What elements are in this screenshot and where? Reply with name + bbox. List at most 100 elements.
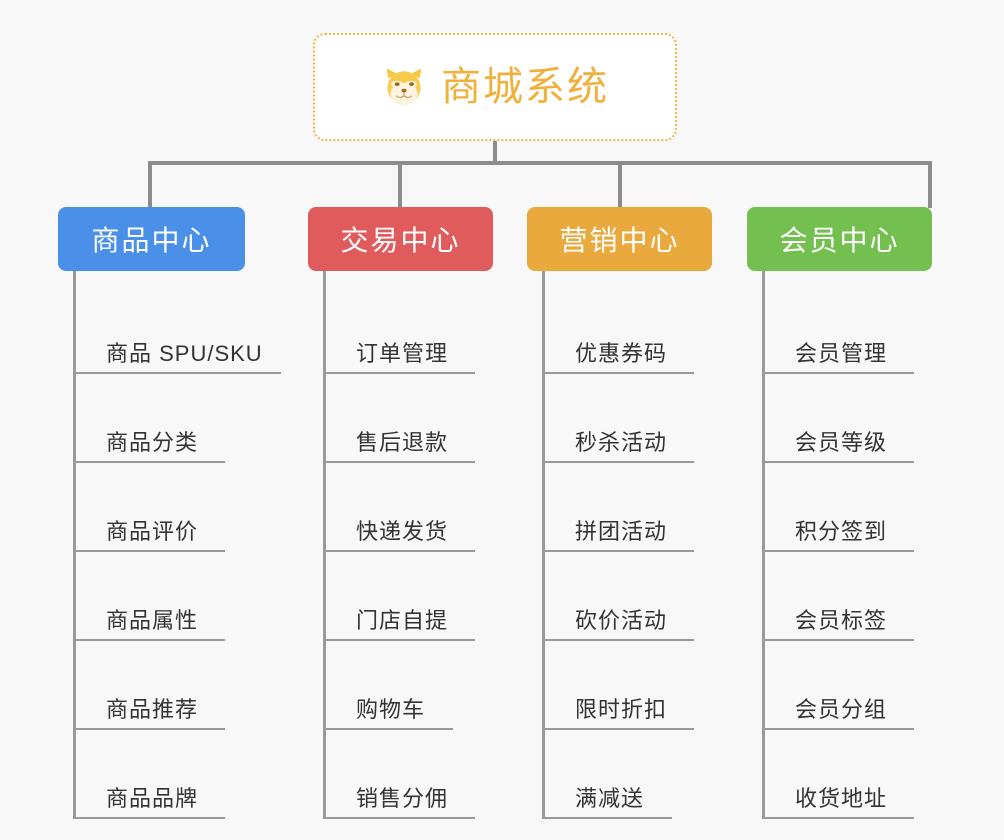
leaf-underline (542, 550, 694, 552)
leaf-underline (542, 639, 694, 641)
branch-items-3: 优惠券码 秒杀活动 拼团活动 砍价活动 限时折扣 满减送 (527, 271, 737, 819)
leaf-underline (323, 639, 475, 641)
leaf-underline (73, 639, 225, 641)
list-item[interactable]: 商品品牌 (73, 730, 278, 819)
leaf-label: 订单管理 (356, 340, 449, 366)
list-item[interactable]: 商品评价 (73, 463, 278, 552)
list-item[interactable]: 会员标签 (762, 552, 957, 641)
branch-spine-3 (542, 271, 545, 819)
branch-header-label-3: 营销中心 (559, 225, 680, 256)
list-item[interactable]: 快递发货 (323, 463, 518, 552)
leaf-label: 商品品牌 (106, 785, 199, 811)
leaf-label: 积分签到 (795, 518, 888, 544)
leaf-label: 商品分类 (106, 429, 199, 455)
leaf-underline (542, 728, 694, 730)
leaf-underline (73, 461, 225, 463)
leaf-label: 拼团活动 (575, 518, 668, 544)
leaf-underline (323, 728, 453, 730)
list-item[interactable]: 收货地址 (762, 730, 957, 819)
branch-header-label-2: 交易中心 (340, 225, 461, 256)
connector-drop-branch-4 (928, 161, 932, 208)
branch-items-2: 订单管理 售后退款 快递发货 门店自提 购物车 销售分佣 (308, 271, 518, 819)
leaf-label: 秒杀活动 (575, 429, 668, 455)
branch-spine-2 (323, 271, 326, 819)
list-item[interactable]: 商品属性 (73, 552, 278, 641)
list-item[interactable]: 满减送 (542, 730, 737, 819)
list-item[interactable]: 会员等级 (762, 374, 957, 463)
leaf-label: 砍价活动 (575, 607, 668, 633)
branch-column-2: 交易中心 订单管理 售后退款 快递发货 门店自提 购物车 (308, 207, 518, 819)
branch-header-label-1: 商品中心 (91, 225, 212, 256)
leaf-underline (323, 461, 475, 463)
list-item[interactable]: 售后退款 (323, 374, 518, 463)
list-item[interactable]: 门店自提 (323, 552, 518, 641)
root-node-mall-system[interactable]: 商城系统 (313, 33, 677, 141)
leaf-underline (762, 550, 914, 552)
branch-items-1: 商品 SPU/SKU 商品分类 商品评价 商品属性 商品推荐 商品品牌 (58, 271, 281, 819)
branch-column-4: 会员中心 会员管理 会员等级 积分签到 会员标签 会员分组 (747, 207, 957, 819)
leaf-label: 会员等级 (795, 429, 888, 455)
list-item[interactable]: 优惠券码 (542, 285, 737, 374)
leaf-underline (323, 372, 475, 374)
list-item[interactable]: 购物车 (323, 641, 518, 730)
branch-header-label-4: 会员中心 (779, 225, 900, 256)
leaf-underline (762, 461, 914, 463)
leaf-label: 商品推荐 (106, 696, 199, 722)
leaf-underline (542, 461, 694, 463)
branch-spine-1 (73, 271, 76, 819)
leaf-label: 商品评价 (106, 518, 199, 544)
leaf-underline (762, 728, 914, 730)
list-item[interactable]: 积分签到 (762, 463, 957, 552)
list-item[interactable]: 砍价活动 (542, 552, 737, 641)
leaf-underline (73, 817, 225, 819)
leaf-label: 门店自提 (356, 607, 449, 633)
leaf-underline (323, 550, 475, 552)
leaf-underline (73, 550, 225, 552)
leaf-underline (762, 372, 914, 374)
branch-items-4: 会员管理 会员等级 积分签到 会员标签 会员分组 收货地址 (747, 271, 957, 819)
leaf-label: 商品 SPU/SKU (106, 340, 263, 366)
list-item[interactable]: 商品推荐 (73, 641, 278, 730)
connector-horizontal-bus (150, 161, 932, 165)
branch-header-3[interactable]: 营销中心 (527, 207, 712, 271)
connector-drop-branch-1 (148, 161, 152, 208)
leaf-label: 会员标签 (795, 607, 888, 633)
connector-root-stem (493, 141, 497, 163)
list-item[interactable]: 商品分类 (73, 374, 278, 463)
connector-drop-branch-3 (618, 161, 622, 208)
leaf-label: 购物车 (356, 696, 426, 722)
leaf-label: 优惠券码 (575, 340, 668, 366)
list-item[interactable]: 商品 SPU/SKU (73, 285, 281, 374)
leaf-underline (542, 372, 694, 374)
leaf-label: 售后退款 (356, 429, 449, 455)
leaf-label: 限时折扣 (575, 696, 668, 722)
leaf-underline (323, 817, 475, 819)
branch-header-4[interactable]: 会员中心 (747, 207, 932, 271)
connector-drop-branch-2 (398, 161, 402, 208)
leaf-underline (73, 372, 281, 374)
leaf-label: 快递发货 (356, 518, 449, 544)
list-item[interactable]: 订单管理 (323, 285, 518, 374)
list-item[interactable]: 限时折扣 (542, 641, 737, 730)
leaf-underline (762, 639, 914, 641)
branch-header-2[interactable]: 交易中心 (308, 207, 493, 271)
leaf-underline (762, 817, 914, 819)
branch-column-3: 营销中心 优惠券码 秒杀活动 拼团活动 砍价活动 限时折扣 (527, 207, 737, 819)
shiba-dog-face-icon (381, 64, 427, 110)
leaf-label: 会员管理 (795, 340, 888, 366)
root-node-title: 商城系统 (441, 65, 609, 109)
branch-header-1[interactable]: 商品中心 (58, 207, 245, 271)
branch-spine-4 (762, 271, 765, 819)
list-item[interactable]: 销售分佣 (323, 730, 518, 819)
leaf-label: 收货地址 (795, 785, 888, 811)
leaf-underline (73, 728, 225, 730)
branch-column-1: 商品中心 商品 SPU/SKU 商品分类 商品评价 商品属性 商品推荐 (58, 207, 281, 819)
leaf-label: 商品属性 (106, 607, 199, 633)
leaf-label: 满减送 (575, 785, 645, 811)
leaf-label: 会员分组 (795, 696, 888, 722)
list-item[interactable]: 会员管理 (762, 285, 957, 374)
list-item[interactable]: 秒杀活动 (542, 374, 737, 463)
list-item[interactable]: 拼团活动 (542, 463, 737, 552)
list-item[interactable]: 会员分组 (762, 641, 957, 730)
